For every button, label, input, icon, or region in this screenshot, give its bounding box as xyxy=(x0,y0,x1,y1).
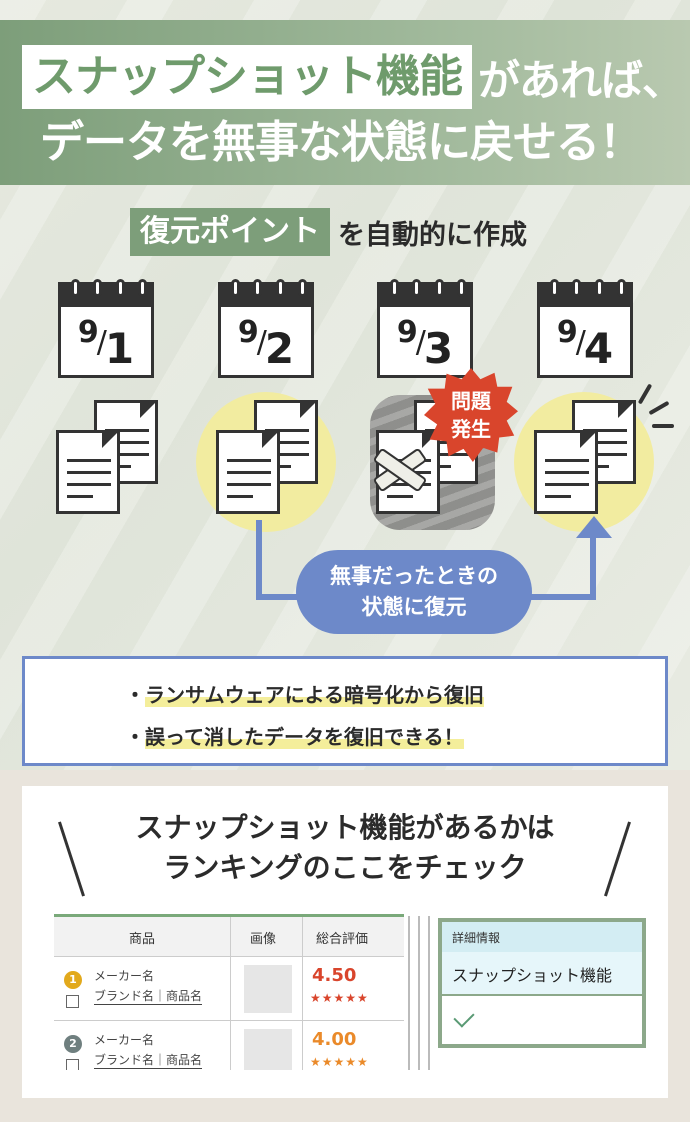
restore-arrow-left xyxy=(256,520,262,600)
calendar-icon: 9/2 xyxy=(218,279,314,378)
calendar-icon: 9/1 xyxy=(58,279,154,378)
problem-badge-line-2: 発生 xyxy=(451,417,491,441)
maker-name: メーカー名 xyxy=(94,969,155,983)
check-title: スナップショット機能があるかは ランキングのここをチェック xyxy=(22,808,668,888)
restore-label-line-1: 無事だったときの xyxy=(330,564,498,588)
compare-checkbox[interactable] xyxy=(66,995,79,1008)
sparkle-icon xyxy=(652,424,674,428)
product-image xyxy=(244,965,292,1013)
sub-heading-highlight: 復元ポイント xyxy=(130,208,330,256)
check-title-line-1: スナップショット機能があるかは xyxy=(135,811,555,844)
sub-heading-rest: を自動的に作成 xyxy=(338,219,527,251)
product-image xyxy=(244,1029,292,1070)
restore-label: 無事だったときの 状態に復元 xyxy=(296,550,532,634)
calendar-date: 9/1 xyxy=(77,314,135,373)
headline-line-2: データを無事な状態に戻せる！ xyxy=(40,117,643,168)
header-rating: 総合評価 xyxy=(316,932,369,947)
check-card: スナップショット機能があるかは ランキングのここをチェック 商品 画像 総合評価… xyxy=(22,786,668,1098)
brand-link[interactable]: ブランド名｜商品名 xyxy=(94,1053,203,1069)
benefits-box: ・ランサムウェアによる暗号化から復旧 ・誤って消したデータを復旧できる！ xyxy=(22,656,668,766)
rating-stars: ★★★★★ xyxy=(310,1055,369,1069)
table-row[interactable]: 1 メーカー名 ブランド名｜商品名 4.50 ★★★★★ xyxy=(54,957,404,1021)
headline-line-1-rest: があれば、 xyxy=(478,55,684,105)
calendar-icon: 9/4 xyxy=(537,279,633,378)
rating-score: 4.50 xyxy=(312,965,357,986)
calendar-date: 9/4 xyxy=(556,314,614,373)
brand-link[interactable]: ブランド名｜商品名 xyxy=(94,989,203,1005)
restore-arrow-right xyxy=(590,536,596,600)
rating-score: 4.00 xyxy=(312,1029,357,1050)
detail-header: 詳細情報 xyxy=(442,922,642,952)
check-icon xyxy=(453,1006,475,1028)
arrow-up-icon xyxy=(576,516,612,538)
document-icon xyxy=(216,400,326,514)
header-image: 画像 xyxy=(250,932,277,947)
calendar-icon: 9/3 xyxy=(377,279,473,378)
check-title-line-2: ランキングのここをチェック xyxy=(163,851,527,884)
calendar-date: 9/2 xyxy=(237,314,295,373)
document-icon xyxy=(534,400,644,514)
calendar-date: 9/3 xyxy=(396,314,454,373)
compare-checkbox[interactable] xyxy=(66,1059,79,1070)
problem-badge-line-1: 問題 xyxy=(451,389,491,413)
table-header: 商品 画像 総合評価 xyxy=(54,917,404,957)
headline-banner: スナップショット機能 があれば、 データを無事な状態に戻せる！ xyxy=(0,20,690,185)
sub-heading: 復元ポイント を自動的に作成 xyxy=(130,208,527,256)
restore-label-line-2: 状態に復元 xyxy=(361,595,467,619)
benefit-item: ・誤って消したデータを復旧できる！ xyxy=(125,725,464,749)
maker-name: メーカー名 xyxy=(94,1033,155,1047)
headline-highlight: スナップショット機能 xyxy=(22,45,472,109)
rank-badge: 2 xyxy=(64,1035,82,1053)
ranking-table: 商品 画像 総合評価 1 メーカー名 ブランド名｜商品名 4.50 ★★★★★ … xyxy=(54,914,404,1070)
benefit-item: ・ランサムウェアによる暗号化から復旧 xyxy=(125,683,484,707)
table-row[interactable]: 2 メーカー名 ブランド名｜商品名 4.00 ★★★★★ xyxy=(54,1021,404,1070)
header-product: 商品 xyxy=(129,932,156,947)
rank-badge: 1 xyxy=(64,971,82,989)
detail-panel: 詳細情報 スナップショット機能 xyxy=(438,918,646,1048)
document-icon xyxy=(56,400,166,514)
detail-feature: スナップショット機能 xyxy=(442,952,642,996)
headline-line-1: スナップショット機能 があれば、 xyxy=(22,42,684,112)
rating-stars: ★★★★★ xyxy=(310,991,369,1005)
